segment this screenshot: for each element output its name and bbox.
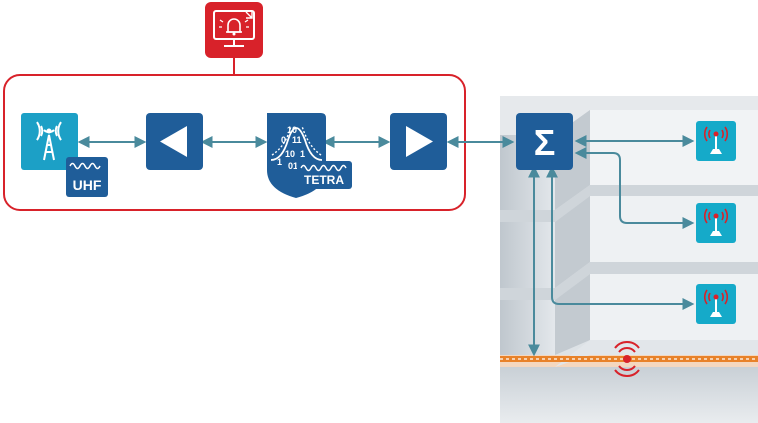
sigma-combiner-icon[interactable]: Σ xyxy=(516,113,573,170)
bit-label: 1 xyxy=(300,149,305,159)
alarm-monitor-icon[interactable] xyxy=(205,2,263,58)
leaky-cable-signal-icon xyxy=(614,341,640,377)
ceiling-antenna-icon[interactable] xyxy=(696,121,736,161)
bit-label: 10 xyxy=(285,149,295,159)
tetra-badge: TETRA xyxy=(297,161,352,189)
combiner-label: Σ xyxy=(534,122,556,163)
ceiling-antenna-icon[interactable] xyxy=(696,284,736,324)
amplifier-right-icon[interactable] xyxy=(390,113,447,170)
bit-label: 01 xyxy=(288,161,298,171)
signal-connectors xyxy=(77,135,695,357)
radio-antenna-icon[interactable] xyxy=(21,113,78,170)
amplifier-left-icon[interactable] xyxy=(146,113,203,170)
ceiling-antenna-icon[interactable] xyxy=(696,203,736,243)
bit-label: 0 xyxy=(281,135,286,145)
uhf-label: UHF xyxy=(73,177,102,193)
tetra-label: TETRA xyxy=(304,173,344,187)
uhf-badge: UHF xyxy=(66,157,108,197)
bit-label: 10 xyxy=(287,125,297,135)
bit-label: 1 xyxy=(277,157,282,167)
bit-label: 11 xyxy=(292,135,302,145)
